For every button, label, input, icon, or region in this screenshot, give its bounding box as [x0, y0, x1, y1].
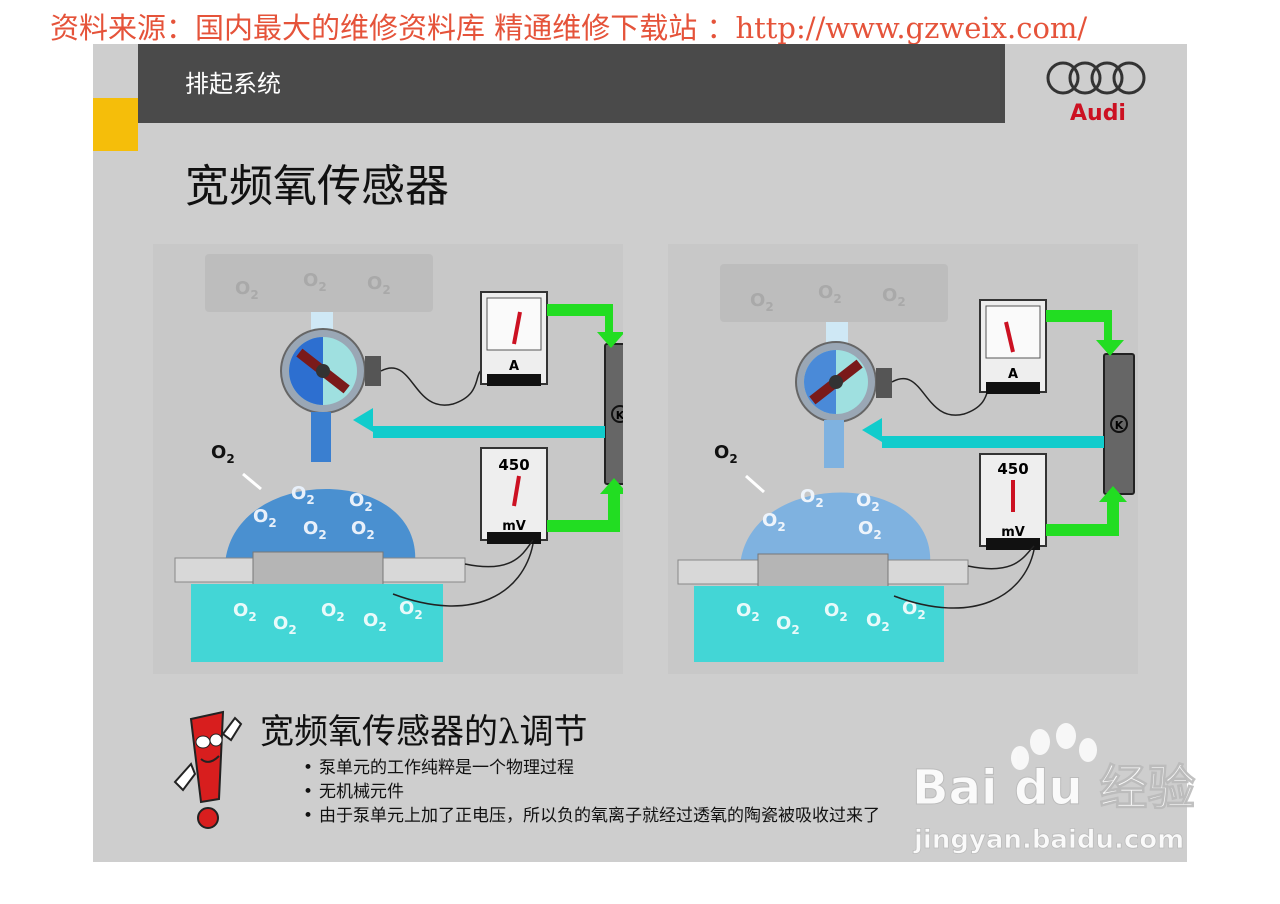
audi-logo: Audi	[1046, 61, 1146, 126]
svg-text:O2: O2	[902, 598, 926, 622]
bullet-item: 由于泵单元上加了正电压，所以负的氧离子就经过透氧的陶瓷被吸收过来了	[303, 804, 880, 828]
svg-text:O2: O2	[303, 270, 327, 294]
header-bar: 排起系统	[138, 44, 1005, 123]
svg-text:O2: O2	[800, 486, 824, 510]
svg-text:O2: O2	[776, 613, 800, 637]
source-banner: 资料来源：国内最大的维修资料库 精通维修下载站 ：http://www.gzwe…	[50, 11, 1088, 45]
svg-text:O2: O2	[856, 490, 880, 514]
baidu-watermark: Bai du 经验 jingyan.baidu.com	[912, 723, 1196, 855]
svg-text:O2: O2	[824, 600, 848, 624]
svg-text:O2: O2	[714, 442, 738, 466]
bullet-list: 泵单元的工作纯粹是一个物理过程 无机械元件 由于泵单元上加了正电压，所以负的氧离…	[303, 756, 880, 828]
svg-text:O2: O2	[363, 610, 387, 634]
svg-text:O2: O2	[858, 518, 882, 542]
bullet-item: 无机械元件	[303, 780, 880, 804]
main-title: 宽频氧传感器	[185, 161, 449, 212]
svg-text:K: K	[616, 409, 623, 422]
svg-text:O2: O2	[253, 506, 277, 530]
svg-text:O2: O2	[235, 278, 259, 302]
svg-text:mV: mV	[502, 519, 526, 534]
svg-text:O2: O2	[321, 600, 345, 624]
svg-text:O2: O2	[273, 613, 297, 637]
svg-text:A: A	[509, 359, 519, 374]
svg-text:O2: O2	[367, 273, 391, 297]
svg-text:O2: O2	[866, 610, 890, 634]
watermark-brand: Bai du 经验	[912, 760, 1195, 816]
svg-text:O2: O2	[762, 510, 786, 534]
svg-text:O2: O2	[349, 490, 373, 514]
svg-text:O2: O2	[291, 483, 315, 507]
svg-text:A: A	[1008, 367, 1018, 382]
bullet-item: 泵单元的工作纯粹是一个物理过程	[303, 756, 880, 780]
svg-text:O2: O2	[399, 598, 423, 622]
svg-text:K: K	[1115, 419, 1124, 432]
watermark-url: jingyan.baidu.com	[913, 825, 1184, 855]
svg-text:O2: O2	[303, 518, 327, 542]
audi-wordmark: Audi	[1070, 101, 1126, 126]
svg-text:O2: O2	[233, 600, 257, 624]
svg-text:O2: O2	[882, 285, 906, 309]
svg-text:O2: O2	[211, 442, 235, 466]
svg-text:O2: O2	[351, 518, 375, 542]
exclamation-mascot-icon	[173, 710, 243, 829]
section-title: 排起系统	[185, 70, 281, 98]
svg-text:450: 450	[498, 456, 529, 474]
subsection-title: 宽频氧传感器的λ调节	[260, 712, 588, 752]
slide: 排起系统 Audi 宽频氧传感器 O2 O2 O2 O2 O	[93, 44, 1187, 862]
sensor-diagram-left: O2 O2 O2 O2 O2 O2 O2 O2 O2 O2 O2 O2 O2	[153, 244, 623, 674]
svg-text:O2: O2	[736, 600, 760, 624]
svg-text:O2: O2	[750, 290, 774, 314]
accent-tab	[93, 98, 138, 151]
svg-text:mV: mV	[1001, 525, 1025, 540]
svg-text:O2: O2	[818, 282, 842, 306]
svg-text:450: 450	[997, 460, 1028, 478]
sensor-diagram-right: O2 O2 O2 O2 O2 O2 O2 O2 O2 O2 O2 O2 O2	[668, 244, 1138, 674]
